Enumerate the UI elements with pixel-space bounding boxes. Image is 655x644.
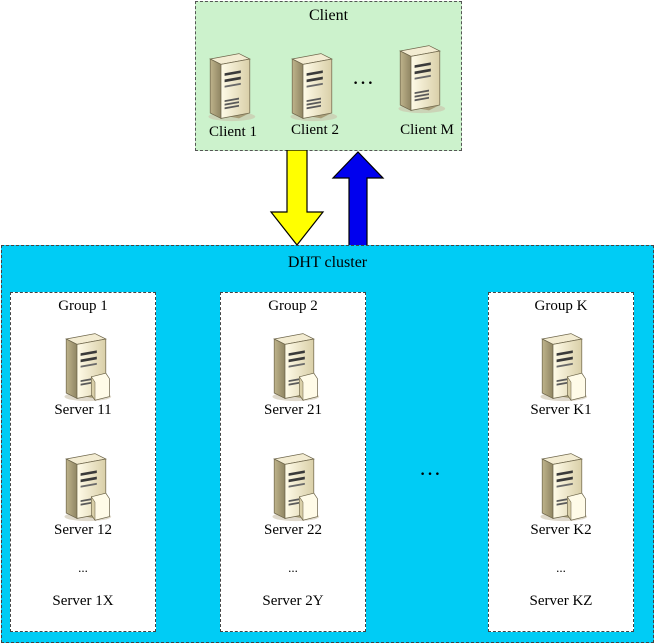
server-label: Server 21 bbox=[264, 402, 322, 418]
cluster-title: DHT cluster bbox=[287, 254, 368, 271]
arrows bbox=[269, 150, 385, 249]
server-with-document-icon bbox=[56, 450, 116, 522]
server-label: Server 12 bbox=[54, 522, 112, 538]
tower-server-icon bbox=[200, 50, 260, 122]
group-title: Group 2 bbox=[268, 298, 318, 314]
servers-ellipsis: ... bbox=[556, 560, 566, 575]
servers-ellipsis: ... bbox=[78, 560, 88, 575]
server-with-document-icon bbox=[532, 450, 592, 522]
server-label: Server 11 bbox=[54, 402, 112, 418]
server-label: Server K1 bbox=[530, 402, 592, 418]
group-title: Group K bbox=[534, 298, 588, 314]
server-label-last: Server 1X bbox=[52, 593, 114, 609]
server-with-document-icon bbox=[264, 450, 324, 522]
server-label: Server K2 bbox=[530, 522, 592, 538]
tower-server-icon bbox=[390, 42, 450, 114]
groups-ellipsis: … bbox=[419, 455, 443, 480]
server-label-last: Server 2Y bbox=[262, 593, 324, 609]
server-label: Server 22 bbox=[264, 522, 322, 538]
client-label: Client 1 bbox=[209, 124, 257, 140]
client-title: Client bbox=[308, 7, 349, 24]
client-label: Client 2 bbox=[291, 122, 339, 138]
tower-server-icon bbox=[282, 50, 342, 122]
server-with-document-icon bbox=[56, 330, 116, 402]
clients-ellipsis: … bbox=[352, 64, 376, 89]
request-arrow bbox=[269, 150, 325, 246]
client-label: Client M bbox=[400, 122, 454, 138]
server-with-document-icon bbox=[264, 330, 324, 402]
group-title: Group 1 bbox=[58, 298, 108, 314]
server-with-document-icon bbox=[532, 330, 592, 402]
servers-ellipsis: ... bbox=[288, 560, 298, 575]
response-arrow bbox=[331, 151, 385, 249]
server-label-last: Server KZ bbox=[529, 593, 593, 609]
